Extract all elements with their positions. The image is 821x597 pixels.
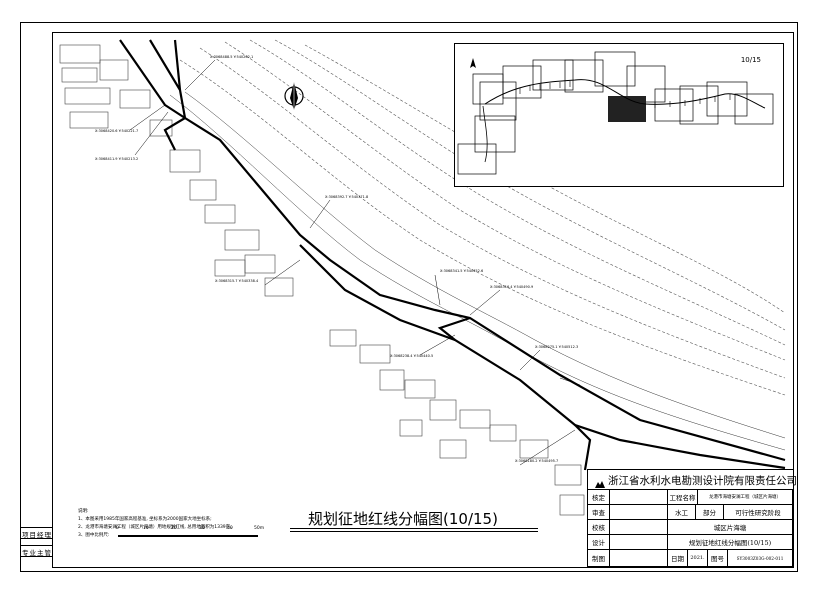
- row3-sign: [610, 520, 668, 535]
- svg-text:X:3068392.7 Y:540371.8: X:3068392.7 Y:540371.8: [325, 195, 368, 199]
- svg-text:X:3068275.1 Y:540512.3: X:3068275.1 Y:540512.3: [535, 345, 578, 349]
- current-sheet-highlight: [608, 96, 646, 122]
- notes-line-1: 1、本图采用1985年国家高程基准, 坐标系为2000国家大地坐标系;: [78, 517, 212, 522]
- coordinate-callouts: [129, 59, 581, 466]
- company-name: 浙江省水利水电勘测设计院有限责任公司: [608, 475, 797, 487]
- row1-label: 核定: [588, 490, 610, 505]
- drawing-no-label: 图号: [708, 550, 728, 567]
- company-logo-icon: [594, 475, 606, 488]
- side-box-1: [21, 527, 52, 539]
- inset-north-icon: [470, 58, 476, 68]
- svg-text:X:3068488.5 Y:540262.1: X:3068488.5 Y:540262.1: [210, 55, 253, 59]
- date-label: 日期: [668, 550, 688, 567]
- drawing-frame: [52, 32, 794, 568]
- scale-tick-20: 20: [171, 526, 177, 531]
- inset-map-svg: [457, 51, 774, 175]
- notes-line-2: 2、龙港市海塘安澜工程（城区片海塘）用地规划红线, 总用地面积为1339亩。: [78, 525, 235, 530]
- drawing-title: 规划征地红线分幅图(10/15): [308, 510, 498, 528]
- scale-tick-30: 30: [199, 526, 205, 531]
- row1-sign: [610, 490, 668, 505]
- row4-label: 设计: [588, 535, 610, 550]
- row2-discipline: 水工: [668, 505, 696, 520]
- scale-tick-10: 10: [143, 526, 149, 531]
- svg-text:X:3068315.7 Y:540338.4: X:3068315.7 Y:540338.4: [215, 279, 259, 283]
- drawing-sheet-border: [20, 22, 798, 572]
- row4-drawing-name: 规划征地红线分幅图(10/15): [668, 535, 793, 550]
- svg-text:X:3068411.9 Y:540213.2: X:3068411.9 Y:540213.2: [95, 157, 138, 161]
- svg-text:X:3068341.5 Y:540452.6: X:3068341.5 Y:540452.6: [440, 269, 483, 273]
- side-box-2: [21, 545, 52, 557]
- row5-label: 制图: [588, 550, 610, 567]
- scale-tick-0: 0: [116, 526, 119, 531]
- row2-part: 部分: [696, 505, 724, 520]
- row2-stage: 可行性研究阶段: [724, 505, 793, 520]
- notes-heading: 说明:: [78, 509, 89, 514]
- title-underline-thin: [290, 531, 538, 532]
- row1-project-label: 工程名称: [668, 490, 698, 505]
- scale-bar: [118, 535, 258, 537]
- title-underline: [290, 528, 538, 529]
- title-block: 浙江省水利水电勘测设计院有限责任公司 核定 工程名称 龙港市海塘安澜工程（城区片…: [587, 469, 797, 567]
- drawing-no-value: SY3003Z03G-002-011: [728, 550, 793, 567]
- svg-text:X:3068180.2 Y:540495.7: X:3068180.2 Y:540495.7: [515, 459, 558, 463]
- building-blocks: [59, 44, 585, 516]
- notes-line-3: 3、图中比例尺:: [78, 533, 110, 538]
- row5-sign: [610, 550, 668, 567]
- row2-sign: [610, 505, 668, 520]
- callout-text: X:3068420.6 Y:540221.7X:3068411.9 Y:5402…: [95, 55, 578, 463]
- north-arrow-icon: [284, 82, 304, 110]
- inset-sheet-label: 10/15: [740, 56, 761, 64]
- svg-text:X:3068316.4 Y:540490.9: X:3068316.4 Y:540490.9: [490, 285, 533, 289]
- row4-sign: [610, 535, 668, 550]
- row1-project-name: 龙港市海塘安澜工程（城区片海塘）: [698, 490, 793, 505]
- date-value: 2021.: [688, 550, 708, 567]
- discipline-lead-label: 专业主管: [22, 549, 52, 557]
- scale-tick-50: 50m: [254, 526, 265, 531]
- row3-label: 校核: [588, 520, 610, 535]
- svg-text:X:3068238.4 Y:540440.5: X:3068238.4 Y:540440.5: [390, 354, 433, 358]
- svg-text:X:3068420.6 Y:540221.7: X:3068420.6 Y:540221.7: [95, 129, 138, 133]
- company-row: [588, 470, 793, 490]
- row2-label: 审查: [588, 505, 610, 520]
- scale-tick-40: 40: [227, 526, 233, 531]
- project-manager-label: 项目经理: [22, 531, 52, 539]
- row3-section: 城区片海塘: [668, 520, 793, 535]
- inset-locator-map: 10/15: [454, 43, 784, 187]
- embankment-band: [169, 91, 786, 451]
